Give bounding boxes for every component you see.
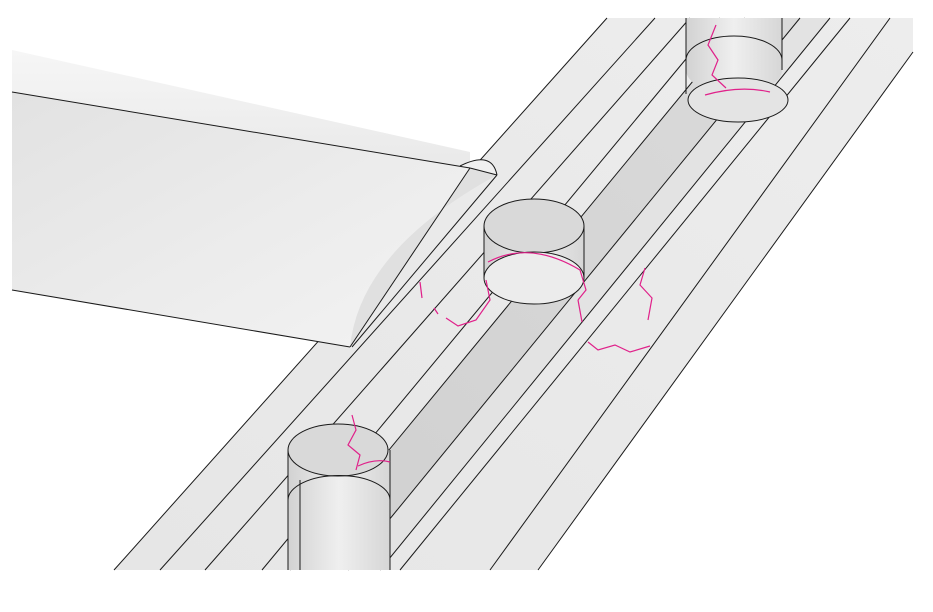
crack-middle-down <box>577 299 583 323</box>
beam-edge-end-2 <box>351 174 498 348</box>
crack-top-1 <box>707 24 727 89</box>
crack-small-2 <box>433 307 439 315</box>
beam-edge-top <box>11 91 471 169</box>
plate-edge-line-1 <box>159 17 656 571</box>
crack-bottom-2 <box>357 460 391 467</box>
beam-end-arc <box>459 159 498 176</box>
hole-middle-top-ellipse <box>483 198 585 254</box>
plate-edge-right <box>537 51 914 571</box>
crack-lines <box>347 24 771 471</box>
hole-top[interactable] <box>685 18 789 123</box>
crack-middle-rim <box>487 252 587 301</box>
hole-bottom-top-ellipse <box>287 423 389 477</box>
hole-top-bottom-ellipse <box>687 77 789 123</box>
hole-bottom[interactable] <box>287 423 391 570</box>
hole-middle[interactable] <box>483 198 585 305</box>
crack-right-1 <box>639 267 653 321</box>
channel-wall <box>348 18 830 570</box>
beam-edge-end <box>349 167 471 348</box>
beam-edge-bottom <box>11 289 351 348</box>
crack-right-2 <box>587 341 651 353</box>
beam-edge-top-2 <box>469 167 498 176</box>
beam-side-face[interactable] <box>12 92 470 347</box>
hole-top-rim <box>685 35 783 61</box>
crack-bottom-1 <box>347 414 361 471</box>
plate-edge-line-3 <box>489 17 891 571</box>
hole-top-cylinder <box>686 18 782 94</box>
beam[interactable] <box>11 50 498 348</box>
crack-middle-left <box>445 279 491 327</box>
plate-edge-line-2 <box>204 17 691 571</box>
hole-middle-bottom-ellipse <box>483 251 585 305</box>
crack-top-2 <box>704 88 771 96</box>
hole-bottom-lower-rim <box>287 475 391 501</box>
crack-small-1 <box>419 281 423 299</box>
beam-top-face[interactable] <box>12 50 470 168</box>
